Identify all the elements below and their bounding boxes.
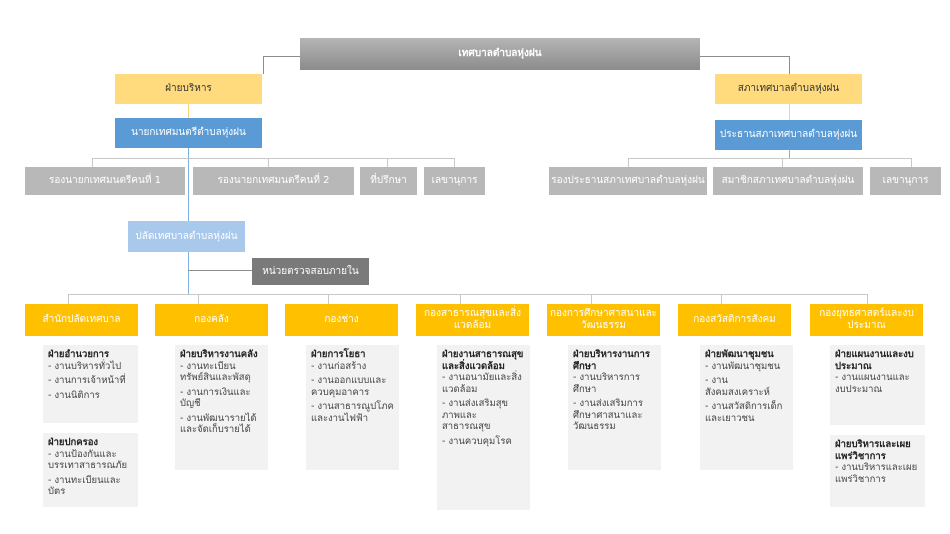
division-education: กองการศึกษาศาสนาและวัฒนธรรม [547,304,660,336]
advisor-box: ที่ปรึกษา [360,167,417,195]
connector [263,56,301,57]
section-item: - งานการเจ้าหน้าที่ [48,375,126,386]
council-president-box: ประธานสภาเทศบาลตำบลหุ่งฝน [715,120,862,150]
section-item: - งานส่งเสริมสุขภาพและสาธารณสุข [442,398,509,432]
division-welfare: กองสวัสดิการสังคม [678,304,791,336]
division-strategy: กองยุทธศาสตร์และงบประมาณ [810,304,923,336]
section-title: ฝ่ายการโยธา [311,349,366,360]
deputy1-box: รองนายกเทศมนตรีคนที่ 1 [25,167,185,195]
section-panel: ฝ่ายบริหารงานการศึกษา - งานบริหารการศึกษ… [568,345,661,470]
connector [188,270,252,271]
connector [789,56,790,74]
section-item: - งานสาธารณูปโภคและงานไฟฟ้า [311,401,394,424]
section-item: - งานพัฒนารายได้และจัดเก็บรายได้ [180,412,257,436]
connector [867,294,868,304]
connector [188,148,189,227]
connector [188,104,189,118]
section-item: - งานทะเบียนและบัตร [48,474,121,498]
connector [782,158,783,167]
connector [699,56,789,57]
division-engineering: กองช่าง [285,304,398,336]
section-title: ฝ่ายพัฒนาชุมชน [705,349,774,360]
section-title: ฝ่ายอำนวยการ [48,349,110,360]
section-panel: ฝ่ายปกครอง - งานป้องกันและบรรเทาสาธารณภั… [43,433,138,507]
section-title: ฝ่ายปกครอง [48,437,99,448]
section-panel: ฝ่ายพัฒนาชุมชน - งานพัฒนาชุมชน - งานสังค… [700,345,793,470]
connector [188,252,189,295]
admin-secretary-box: เลขานุการ [424,167,485,195]
admin-box: ฝ่ายบริหาร [115,74,262,104]
section-panel: ฝ่ายแผนงานและงบประมาณ - งานแผนงานและงบปร… [830,345,925,425]
connector [460,294,461,304]
mayor-box: นายกเทศมนตรีตำบลหุ่งฝน [115,118,262,148]
connector [628,158,629,167]
connector [911,158,912,167]
connector [328,294,329,304]
section-title: ฝ่ายบริหารงานการศึกษา [573,349,650,372]
section-title: ฝ่ายงานสาธารณสุขและสิ่งแวดล้อม [442,349,524,372]
section-item: - งานนิติการ [48,389,100,401]
section-item: - งานทะเบียนทรัพย์สินและพัสดุ [180,360,251,384]
section-item: - งานบริหารและเผยแพร่วิชาการ [835,462,918,485]
section-item: - งานส่งเสริมการศึกษาศาสนาและวัฒนธรรม [573,398,643,432]
division-office: สำนักปลัดเทศบาล [25,304,138,336]
division-finance: กองคลัง [155,304,268,336]
connector [92,158,93,167]
section-title: ฝ่ายบริหารและเผยแพร่วิชาการ [835,439,911,462]
connector [263,56,264,74]
connector [92,158,454,159]
connector [721,294,722,304]
section-panel: ฝ่ายการโยธา - งานก่อสร้าง - งานออกแบบและ… [306,345,399,470]
section-item: - งานออกแบบและควบคุมอาคาร [311,375,387,398]
connector [628,158,912,159]
connector [789,104,790,120]
section-item: - งานป้องกันและบรรเทาสาธารณภัย [48,448,128,472]
section-item: - งานพัฒนาชุมชน [705,360,781,372]
deputy2-box: รองนายกเทศมนตรีคนที่ 2 [193,167,354,195]
council-secretary-box: เลขานุการ [870,167,941,195]
section-panel: ฝ่ายบริหารงานคลัง - งานทะเบียนทรัพย์สินแ… [175,345,268,470]
section-title: ฝ่ายบริหารงานคลัง [180,349,258,360]
municipality-box: เทศบาลตำบลหุ่งฝน [300,38,700,70]
division-health: กองสาธารณสุขและสิ่งแวดล้อม [416,304,529,336]
section-item: - งานการเงินและบัญชี [180,386,251,410]
section-panel: ฝ่ายอำนวยการ - งานบริหารทั่วไป - งานการเ… [43,345,138,423]
section-item: - งานแผนงานและงบประมาณ [835,372,910,395]
audit-box: หน่วยตรวจสอบภายใน [252,258,369,285]
council-box: สภาเทศบาลตำบลหุ่งฝน [715,74,862,104]
section-item: - งานบริหารการศึกษา [573,372,640,395]
connector [268,158,269,167]
section-title: ฝ่ายแผนงานและงบประมาณ [835,349,914,372]
section-item: - งานอนามัยและสิ่งแวดล้อม [442,372,522,395]
section-item: - งานบริหารทั่วไป [48,360,122,372]
section-panel: ฝ่ายงานสาธารณสุขและสิ่งแวดล้อม - งานอนาม… [437,345,530,510]
clerk-box: ปลัดเทศบาลตำบลหุ่งฝน [128,221,245,252]
section-item: - งานสวัสดิการเด็กและเยาวชน [705,401,783,424]
connector [198,294,199,304]
connector [68,294,868,295]
section-item: - งานควบคุมโรค [442,435,512,447]
connector [454,158,455,167]
section-item: - งานสังคมสงเคราะห์ [705,375,770,398]
connector [789,150,790,159]
council-member-box: สมาชิกสภาเทศบาลตำบลหุ่งฝน [713,167,863,195]
connector [591,294,592,304]
council-vice-box: รองประธานสภาเทศบาลตำบลหุ่งฝน [549,167,707,195]
section-item: - งานก่อสร้าง [311,360,367,372]
section-panel: ฝ่ายบริหารและเผยแพร่วิชาการ - งานบริหารแ… [830,435,925,507]
connector [68,294,69,304]
connector [387,158,388,167]
